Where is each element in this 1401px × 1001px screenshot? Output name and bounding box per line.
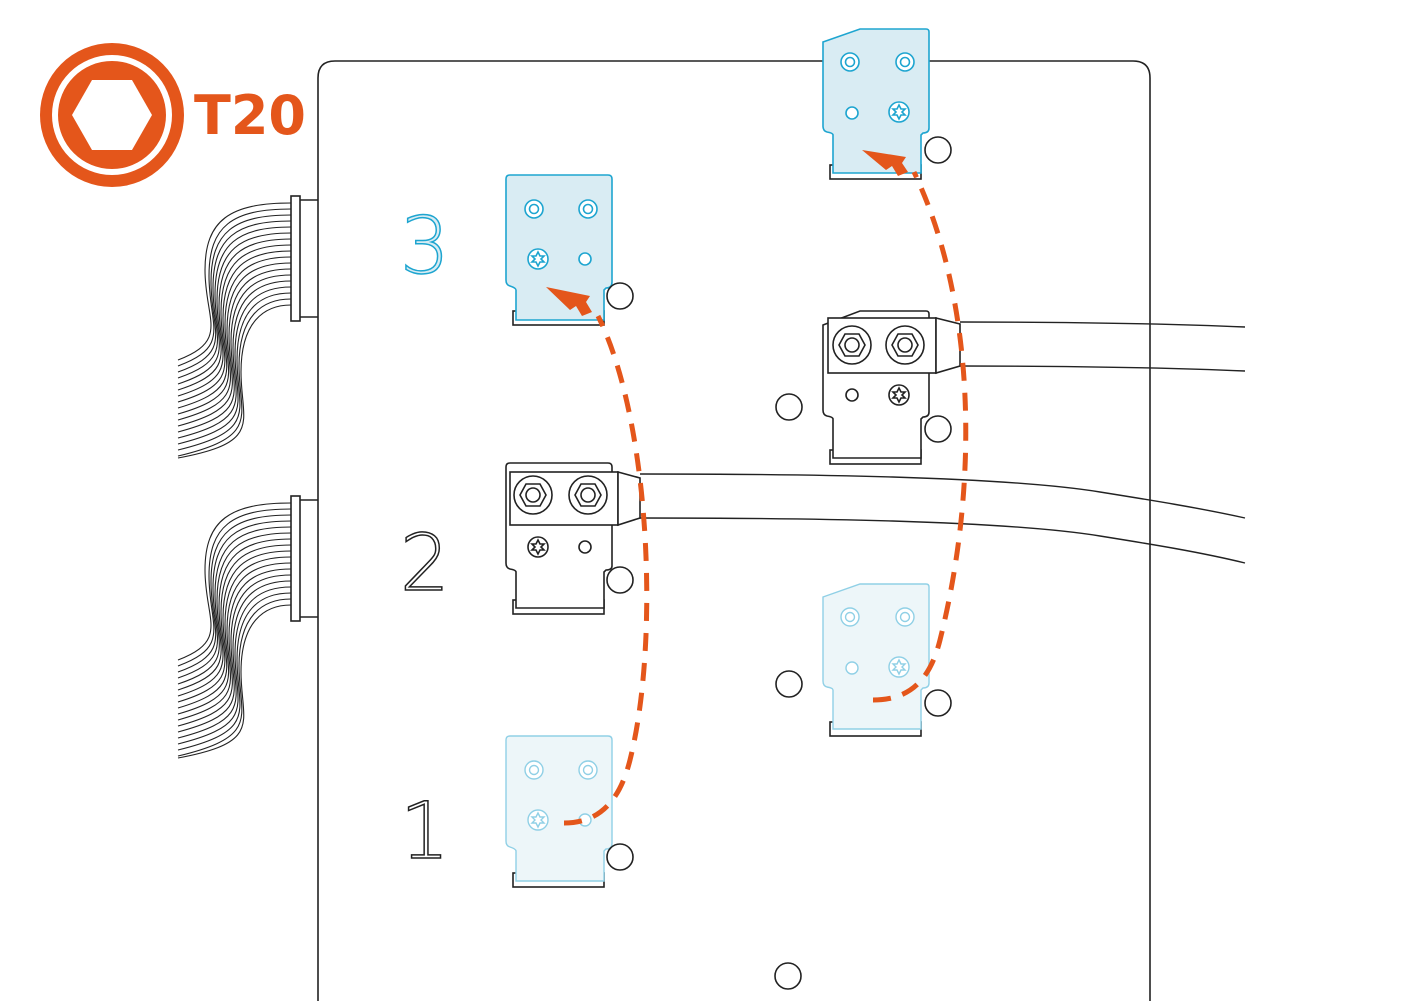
- tool-label: T20: [194, 84, 306, 147]
- standoff-circle: [924, 689, 952, 717]
- standoff-circle: [775, 393, 803, 421]
- cable-upper: [959, 321, 1246, 372]
- step-number-3: 3: [400, 202, 450, 292]
- standoff-circle: [606, 843, 634, 871]
- standoff-circle: [924, 136, 952, 164]
- mounting-plate-step-1-ghost: [505, 735, 613, 888]
- standoff-circle: [606, 282, 634, 310]
- move-arrow-right: [862, 150, 969, 703]
- arrow-head-icon: [862, 150, 908, 176]
- terminal-block-right[interactable]: [822, 310, 961, 465]
- panel-outline: [317, 60, 1151, 1001]
- standoff-circle: [775, 670, 803, 698]
- move-arrow-left: [546, 287, 650, 826]
- tool-indicator: T20: [40, 43, 306, 187]
- mounting-plate-step-3[interactable]: [505, 174, 613, 326]
- ribbon-connector-upper: [177, 195, 318, 459]
- empty-hole-icon: [578, 252, 592, 266]
- step-number-2: 2: [400, 519, 450, 609]
- torx-hex-bit-icon: [72, 80, 152, 150]
- step-number-1: 1: [400, 787, 450, 877]
- standoff-circle: [774, 962, 802, 990]
- standoff-circle: [924, 415, 952, 443]
- arrow-head-icon: [546, 287, 592, 316]
- empty-hole-icon: [845, 388, 859, 402]
- standoff-circle: [606, 566, 634, 594]
- terminal-block-step-2[interactable]: [505, 462, 641, 615]
- empty-hole-icon: [845, 106, 859, 120]
- mounting-plate-right-ghost: [822, 583, 930, 737]
- cable-lower: [639, 473, 1246, 564]
- ribbon-connector-lower: [177, 495, 318, 759]
- empty-hole-icon: [578, 540, 592, 554]
